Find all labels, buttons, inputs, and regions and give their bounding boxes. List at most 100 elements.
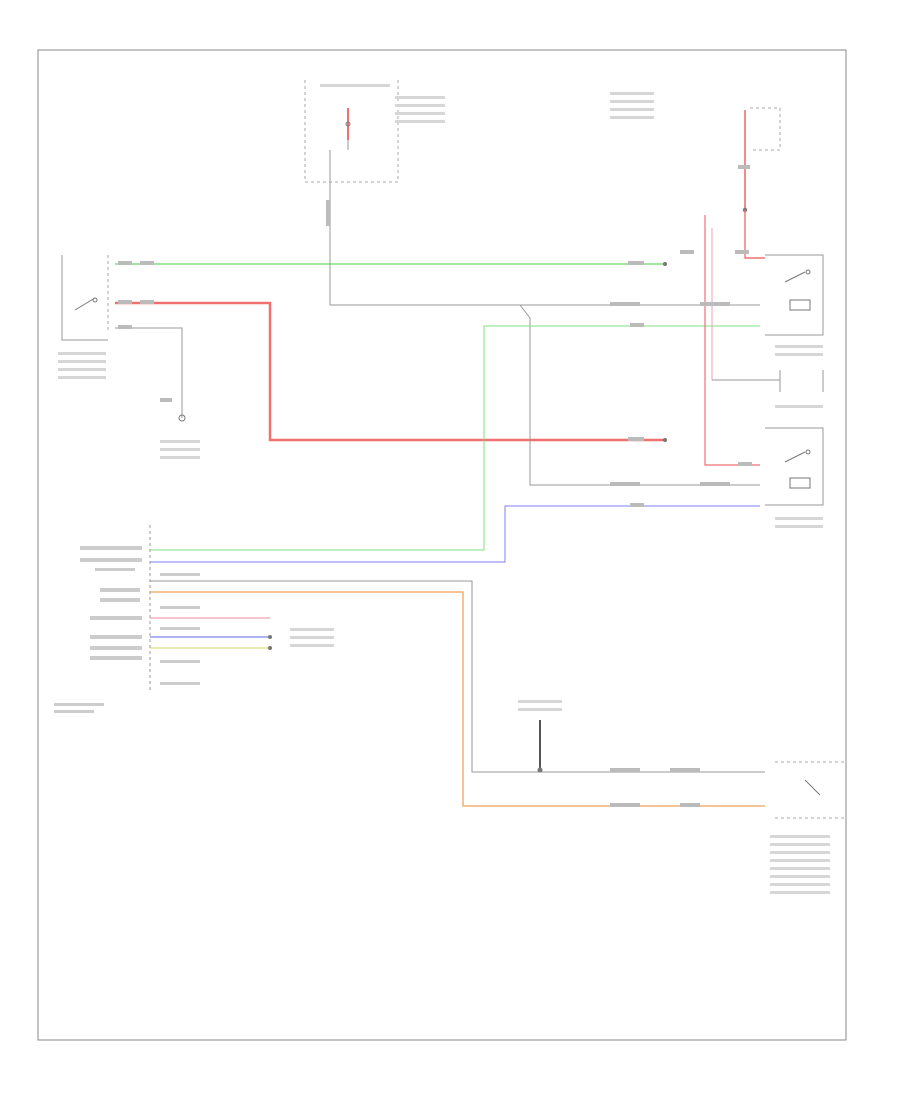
- sensor-icon: [804, 779, 821, 796]
- wire-tag: [700, 482, 730, 486]
- wire-red-main: [115, 301, 665, 442]
- pin-label: [54, 703, 104, 706]
- wire-green-ecm: [150, 325, 760, 551]
- wire-tag: [630, 503, 644, 507]
- wire-tag: [680, 250, 694, 254]
- pin-label: [80, 558, 142, 562]
- wire-tag-marks: [118, 165, 752, 807]
- label-block: [770, 859, 830, 862]
- relay-contact-icon: [805, 269, 811, 275]
- wire-blue-main: [150, 505, 760, 563]
- switch-contact-icon: [92, 297, 98, 303]
- pin-label: [160, 573, 200, 576]
- label-block: [770, 851, 830, 854]
- ground-left: [115, 327, 186, 422]
- label-block: [518, 700, 562, 703]
- ground-wire: [115, 327, 183, 418]
- wire-tag: [610, 482, 640, 486]
- label-block: [770, 891, 830, 894]
- terminal-dot: [268, 646, 272, 650]
- label-block: [518, 708, 562, 711]
- wire-tag: [118, 325, 132, 329]
- label-block: [395, 112, 445, 115]
- wire-orange-main: [150, 591, 765, 807]
- relay-lower: [765, 427, 824, 506]
- label-block: [320, 84, 390, 87]
- pin-label: [100, 598, 140, 602]
- ecm-pin-labels: [54, 546, 200, 713]
- wire-tag: [610, 302, 640, 306]
- label-block: [610, 108, 654, 111]
- wire-black-sensor: [150, 580, 765, 773]
- diagram-frame: [37, 49, 847, 1041]
- pin-label: [54, 710, 94, 713]
- wire-tag: [118, 300, 132, 304]
- wire-tag: [628, 437, 644, 441]
- wire-tag: [670, 768, 700, 772]
- pin-label: [160, 660, 200, 663]
- wire-tag: [680, 803, 700, 807]
- fuse-block-top: [304, 80, 399, 183]
- pin-label: [80, 546, 142, 550]
- pin-label: [160, 682, 200, 685]
- wire-black-fuse-feed: [329, 150, 760, 306]
- label-block: [160, 440, 200, 443]
- label-block: [775, 345, 823, 348]
- label-block: [770, 835, 830, 838]
- label-block: [160, 456, 200, 459]
- label-block: [770, 875, 830, 878]
- label-block: [290, 628, 334, 631]
- fuse-block-right-outline: [750, 107, 781, 151]
- wire-tag: [610, 803, 640, 807]
- label-block: [770, 867, 830, 870]
- pin-label: [95, 568, 135, 571]
- wire-tag: [700, 302, 730, 306]
- label-block: [775, 353, 823, 356]
- relay-switch-icon: [784, 271, 806, 283]
- terminal-dots: [268, 262, 667, 650]
- label-block: [160, 448, 200, 451]
- component-label-blocks: [58, 84, 830, 894]
- wire-tag: [118, 261, 132, 265]
- label-block: [775, 517, 823, 520]
- terminal-dot: [663, 438, 667, 442]
- wire-red-relay-link: [704, 215, 760, 466]
- pin-label: [90, 635, 142, 639]
- label-block: [610, 116, 654, 119]
- label-block: [775, 525, 823, 528]
- label-block: [395, 120, 445, 123]
- label-block: [610, 100, 654, 103]
- wire-tag: [610, 768, 640, 772]
- relay-upper: [765, 254, 824, 336]
- wire-tag: [140, 261, 154, 265]
- relay-middle: [712, 370, 824, 392]
- wire-tag: [630, 323, 644, 327]
- wire-tag: [326, 200, 330, 226]
- label-block: [290, 644, 334, 647]
- pin-label: [90, 646, 142, 650]
- label-block: [770, 843, 830, 846]
- label-block: [58, 360, 106, 363]
- wire-tag: [738, 462, 752, 466]
- pin-label: [160, 606, 200, 609]
- pressure-sensor: [537, 720, 845, 819]
- wire-black-lower-relay: [519, 304, 760, 486]
- ground-icon: [537, 767, 543, 773]
- ground-icon: [178, 414, 186, 422]
- switch-box-outline: [61, 255, 108, 341]
- label-block: [58, 376, 106, 379]
- label-block: [290, 636, 334, 639]
- label-block: [58, 352, 106, 355]
- terminal-dot: [663, 262, 667, 266]
- wire-tag: [738, 165, 750, 169]
- label-block: [610, 92, 654, 95]
- label-block: [770, 883, 830, 886]
- relay-upper-outline: [765, 254, 824, 336]
- label-block: [395, 96, 445, 99]
- relay-lower-outline: [765, 427, 824, 506]
- fuse-block-right: [742, 107, 781, 213]
- wire-tag: [628, 261, 644, 265]
- wire-tag: [160, 398, 172, 402]
- relay-contact-icon: [805, 449, 811, 455]
